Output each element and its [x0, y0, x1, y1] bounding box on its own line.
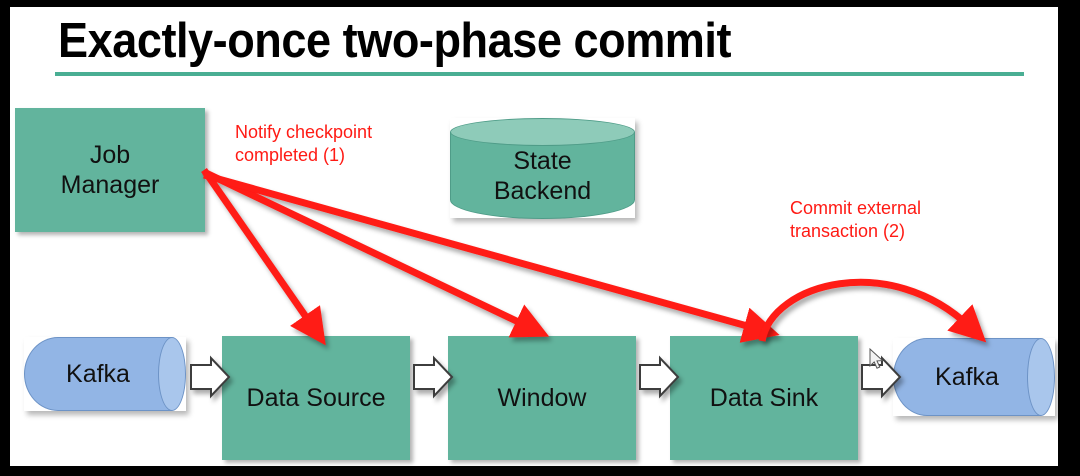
- node-state-backend-line1: State: [513, 147, 572, 175]
- arrow-notify-data-source: [201, 168, 326, 346]
- cylinder-body: [24, 337, 172, 411]
- node-data-sink[interactable]: Data Sink: [670, 336, 858, 460]
- node-kafka-sink-label: Kafka: [935, 363, 999, 391]
- cylinder-top-ellipse: [450, 118, 635, 146]
- node-job-manager[interactable]: Job Manager: [15, 108, 205, 232]
- node-job-manager-line2: Manager: [60, 171, 160, 199]
- node-state-backend[interactable]: State Backend: [450, 118, 635, 219]
- node-kafka-sink[interactable]: Kafka: [893, 338, 1055, 416]
- node-state-backend-line2: Backend: [493, 177, 592, 205]
- node-state-backend-label: State Backend: [450, 146, 635, 206]
- node-data-source[interactable]: Data Source: [222, 336, 410, 460]
- page-title: Exactly-once two-phase commit: [58, 14, 732, 68]
- node-job-manager-label: Job Manager: [61, 140, 160, 200]
- slide-canvas: Exactly-once two-phase commit Job Manage…: [10, 7, 1058, 466]
- title-divider: [55, 72, 1024, 76]
- node-kafka-source[interactable]: Kafka: [24, 337, 186, 411]
- flow-arrow-source-to-window: [413, 355, 454, 399]
- annotation-notify-checkpoint: Notify checkpoint completed (1): [235, 122, 373, 165]
- node-data-source-label: Data Source: [246, 384, 386, 412]
- cylinder-body: [893, 338, 1041, 416]
- cylinder-end-cap: [158, 337, 186, 411]
- mouse-cursor-icon: [869, 347, 884, 369]
- cylinder-end-cap: [1027, 338, 1055, 416]
- arrow-commit-external-transaction: [758, 278, 987, 343]
- annotation-commit-external: Commit external transaction (2): [790, 198, 922, 241]
- node-job-manager-line1: Job: [89, 141, 131, 169]
- node-window-label: Window: [497, 384, 587, 412]
- node-window[interactable]: Window: [448, 336, 636, 460]
- node-data-sink-label: Data Sink: [709, 384, 819, 412]
- node-kafka-source-label: Kafka: [66, 360, 130, 388]
